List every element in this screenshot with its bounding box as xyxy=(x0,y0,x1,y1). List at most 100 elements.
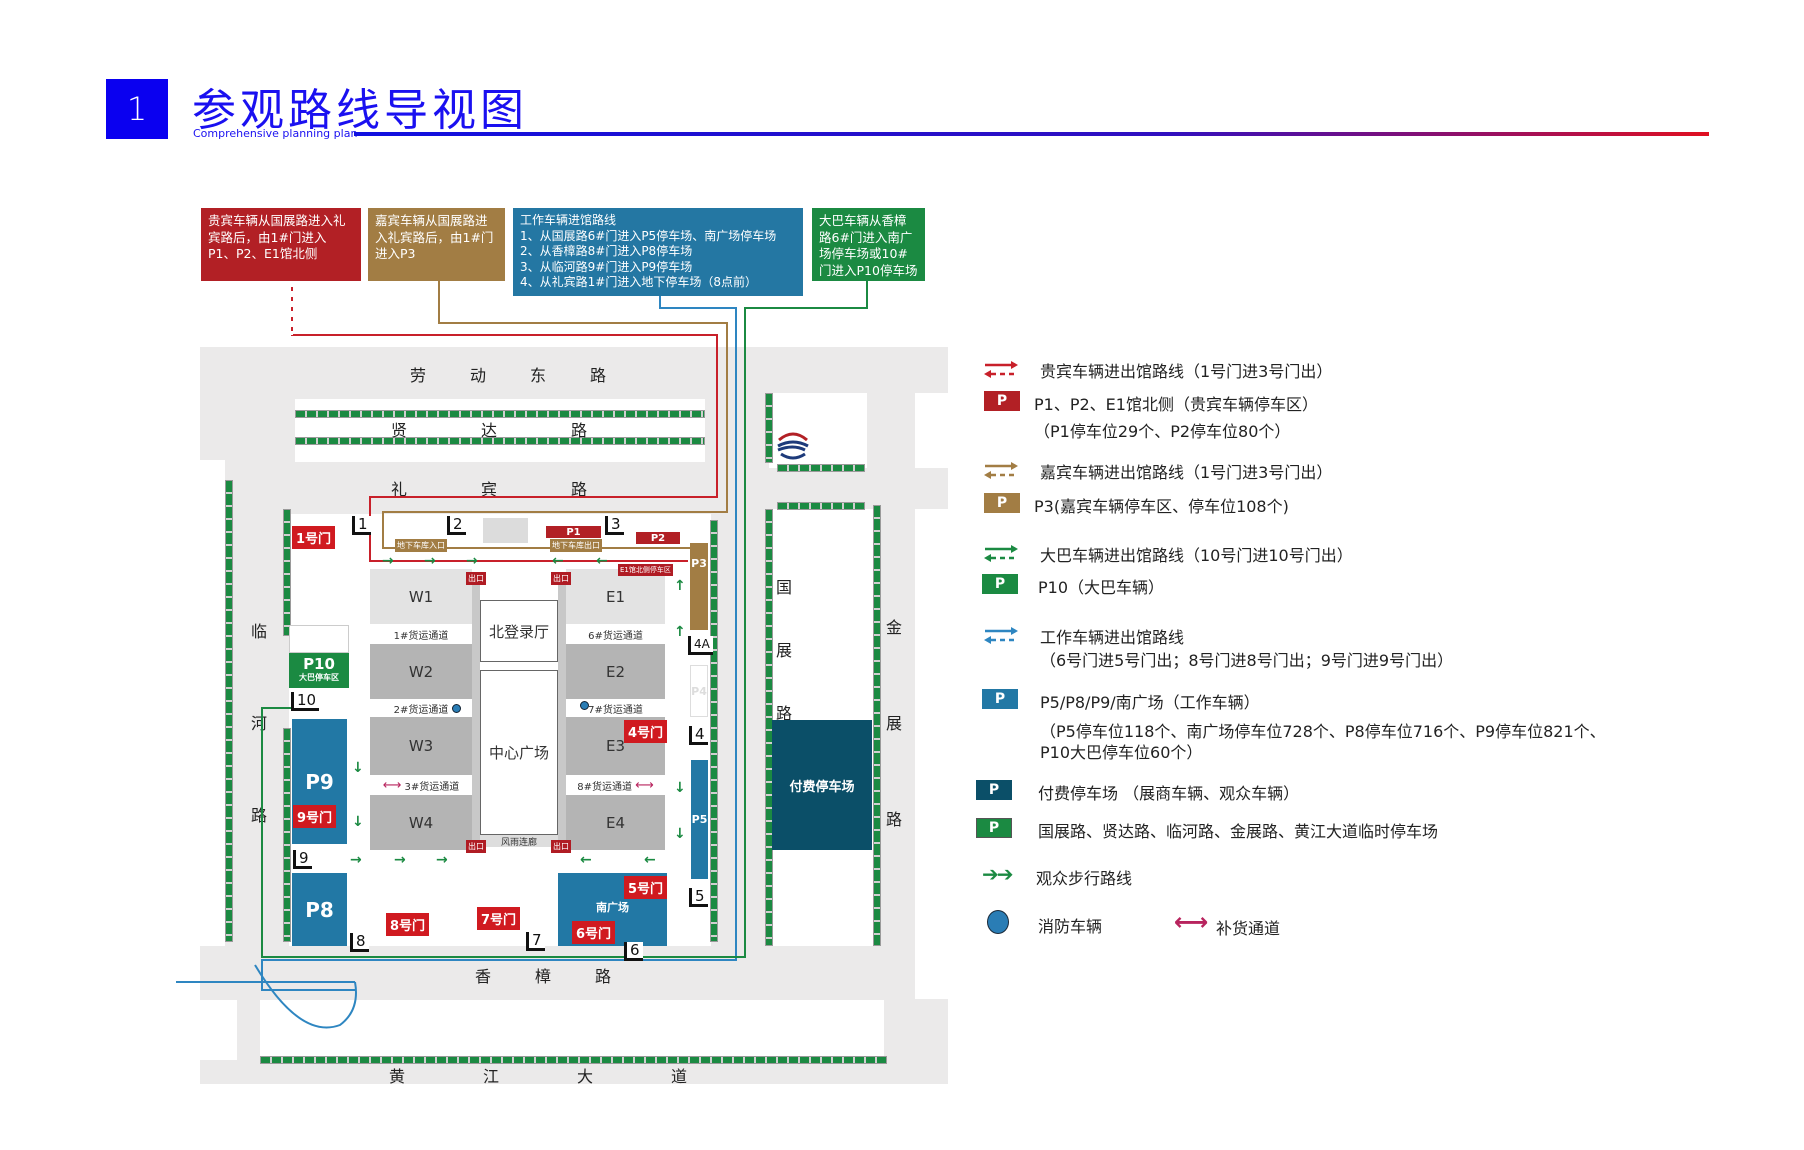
legend-work-parking: P5/P8/P9/南广场（工作车辆） xyxy=(1040,693,1260,712)
walk-arrow-icon: ← xyxy=(596,553,608,569)
channel-7: 7#货运通道 xyxy=(566,699,665,717)
legend-vip-p-icon: P xyxy=(984,391,1020,411)
legend-paid-parking: 付费停车场 （展商车辆、观众车辆） xyxy=(1038,784,1300,803)
supply-arrow-icon: ⟷ xyxy=(382,777,402,793)
temp-parking-strip xyxy=(295,410,705,418)
supply-arrow-icon: ⟷ xyxy=(635,777,654,793)
legend-supply: 补货通道 xyxy=(1216,919,1281,938)
road-linhe: 临河路 xyxy=(251,622,268,825)
gate-5-label: 5号门 xyxy=(624,876,668,899)
metro-logo-icon xyxy=(777,432,809,460)
legend-guest-p-icon: P xyxy=(984,493,1020,513)
work-info-line: 1、从国展路6#门进入P5停车场、南广场停车场 xyxy=(520,228,777,243)
parking-p1: P1 xyxy=(546,526,601,538)
center-plaza: 中心广场 xyxy=(480,670,558,835)
bus-route-arrow-icon xyxy=(984,545,1018,562)
walk-arrow-icon: ↑ xyxy=(674,624,686,640)
walk-arrow-icon: → xyxy=(382,553,394,569)
temp-parking-strip xyxy=(710,520,718,942)
walk-arrow-icon: ↑ xyxy=(674,578,686,594)
underground-exit-label: 地下车库出口 xyxy=(550,539,602,552)
temp-parking-strip xyxy=(283,728,291,942)
temp-parking-strip xyxy=(260,1056,887,1064)
work-info-box: 工作车辆进馆路线 1、从国展路6#门进入P5停车场、南广场停车场 2、从香樟路8… xyxy=(513,208,803,296)
work-info-title: 工作车辆进馆路线 xyxy=(520,213,617,227)
gate-number: 10 xyxy=(291,692,320,711)
work-route-loop xyxy=(254,964,357,1029)
gate-8-label: 8号门 xyxy=(386,913,430,936)
pillar xyxy=(558,580,566,850)
legend-vip-parking: P1、P2、E1馆北侧（贵宾车辆停车区） xyxy=(1034,395,1318,414)
temp-parking-strip xyxy=(777,502,865,510)
hall-w1: W1 xyxy=(370,569,472,624)
east-block xyxy=(915,393,948,468)
work-info-line: 3、从临河路9#门进入P9停车场 xyxy=(520,259,693,274)
gate-number: 2 xyxy=(447,516,466,535)
guest-info-box: 嘉宾车辆从国展路进入礼宾路后，由1#门进入P3 xyxy=(368,208,505,281)
north-lobby: 北登录厅 xyxy=(480,600,558,662)
parking-p2: P2 xyxy=(636,532,680,544)
legend-work-parking-detail: （P5停车位118个、南广场停车位728个、P8停车位716个、P9停车位821… xyxy=(1040,722,1606,741)
gate-9-label: 9号门 xyxy=(293,805,337,828)
gate-1-label: 1号门 xyxy=(292,526,336,549)
work-info-line: 2、从香樟路8#门进入P8停车场 xyxy=(520,244,693,258)
vip-route-arrow-icon xyxy=(984,361,1018,378)
legend-temp-parking: 国展路、贤达路、临河路、金展路、黄江大道临时停车场 xyxy=(1038,822,1439,841)
p10-block xyxy=(289,625,349,653)
walk-arrow-icon: → xyxy=(436,852,448,868)
legend-vip-parking-detail: （P1停车位29个、P2停车位80个） xyxy=(1034,422,1291,441)
legend-fire: 消防车辆 xyxy=(1038,917,1103,936)
pillar xyxy=(472,580,480,850)
gate-number: 9 xyxy=(293,850,312,869)
underground-entrance-label: 地下车库入口 xyxy=(395,539,447,552)
legend-temp-p-icon: P xyxy=(976,818,1012,838)
walk-arrow-icon: → xyxy=(424,553,436,569)
road-jinzhan: 金展路 xyxy=(886,618,903,829)
vip-info-box: 贵宾车辆从国展路进入礼宾路后，由1#门进入P1、P2、E1馆北侧 xyxy=(201,208,361,281)
west-block xyxy=(200,460,225,946)
road-libin: 礼宾路 xyxy=(391,480,588,499)
road-laodong: 劳动东路 xyxy=(410,366,607,385)
legend-guest-parking: P3(嘉宾车辆停车区、停车位108个) xyxy=(1034,497,1289,516)
exit-marker: 出口 xyxy=(551,840,571,853)
page-title: 参观路线导视图 xyxy=(192,85,528,136)
work-info-line: 4、从礼宾路1#门进入地下停车场（8点前） xyxy=(520,275,757,289)
gate-6-label: 6号门 xyxy=(572,921,616,944)
legend-bus-parking: P10（大巴车辆） xyxy=(1038,578,1165,597)
header-divider xyxy=(354,132,1709,136)
legend-work-parking-detail: P10大巴停车位60个） xyxy=(1040,743,1203,762)
road-huangjiang: 黄江大道 xyxy=(389,1067,688,1086)
road-xianda: 贤达路 xyxy=(391,421,588,440)
gate-4-label: 4号门 xyxy=(624,720,668,743)
xianda-block xyxy=(295,399,705,462)
parking-p8: P8 xyxy=(292,873,347,946)
parking-p5: P5 xyxy=(691,760,708,879)
walk-arrow-icon: ← xyxy=(644,852,656,868)
gate-number: 1 xyxy=(352,516,371,535)
fire-vehicle-legend-icon xyxy=(987,910,1009,934)
legend-walk-route: 观众步行路线 xyxy=(1036,869,1133,888)
walk-route-legend-icon: ➔➔ xyxy=(982,862,1013,886)
guest-route xyxy=(382,281,728,549)
walk-arrow-icon: → xyxy=(394,852,406,868)
hall-e1: E1 xyxy=(566,569,665,624)
bus-route xyxy=(261,281,868,958)
channel-8: 8#货运通道 ⟷ xyxy=(566,775,665,795)
walk-arrow-icon: ↓ xyxy=(352,760,364,776)
walk-arrow-icon: ↓ xyxy=(352,814,364,830)
road-guozhan: 国展路 xyxy=(776,578,793,723)
gate-number: 4 xyxy=(689,726,708,745)
gate-number: 5 xyxy=(689,888,708,907)
gate-number: 8 xyxy=(350,933,369,952)
walk-arrow-icon: ← xyxy=(552,553,564,569)
supply-legend-icon: ⟷ xyxy=(1174,908,1209,936)
east-block xyxy=(915,509,948,999)
hall-w4: W4 xyxy=(370,795,472,850)
gray-block xyxy=(483,518,528,543)
e1-north-parking-label: E1馆北侧停车区 xyxy=(618,564,673,576)
legend-work-route: 工作车辆进出馆路线 xyxy=(1040,628,1185,647)
legend-vip-route: 贵宾车辆进出馆路线（1号门进3号门出） xyxy=(1040,362,1333,381)
road-xiangzhang: 香樟路 xyxy=(475,967,612,986)
legend-work-p-icon: P xyxy=(982,689,1018,709)
legend-bus-route: 大巴车辆进出馆路线（10号门进10号门出） xyxy=(1040,546,1353,565)
